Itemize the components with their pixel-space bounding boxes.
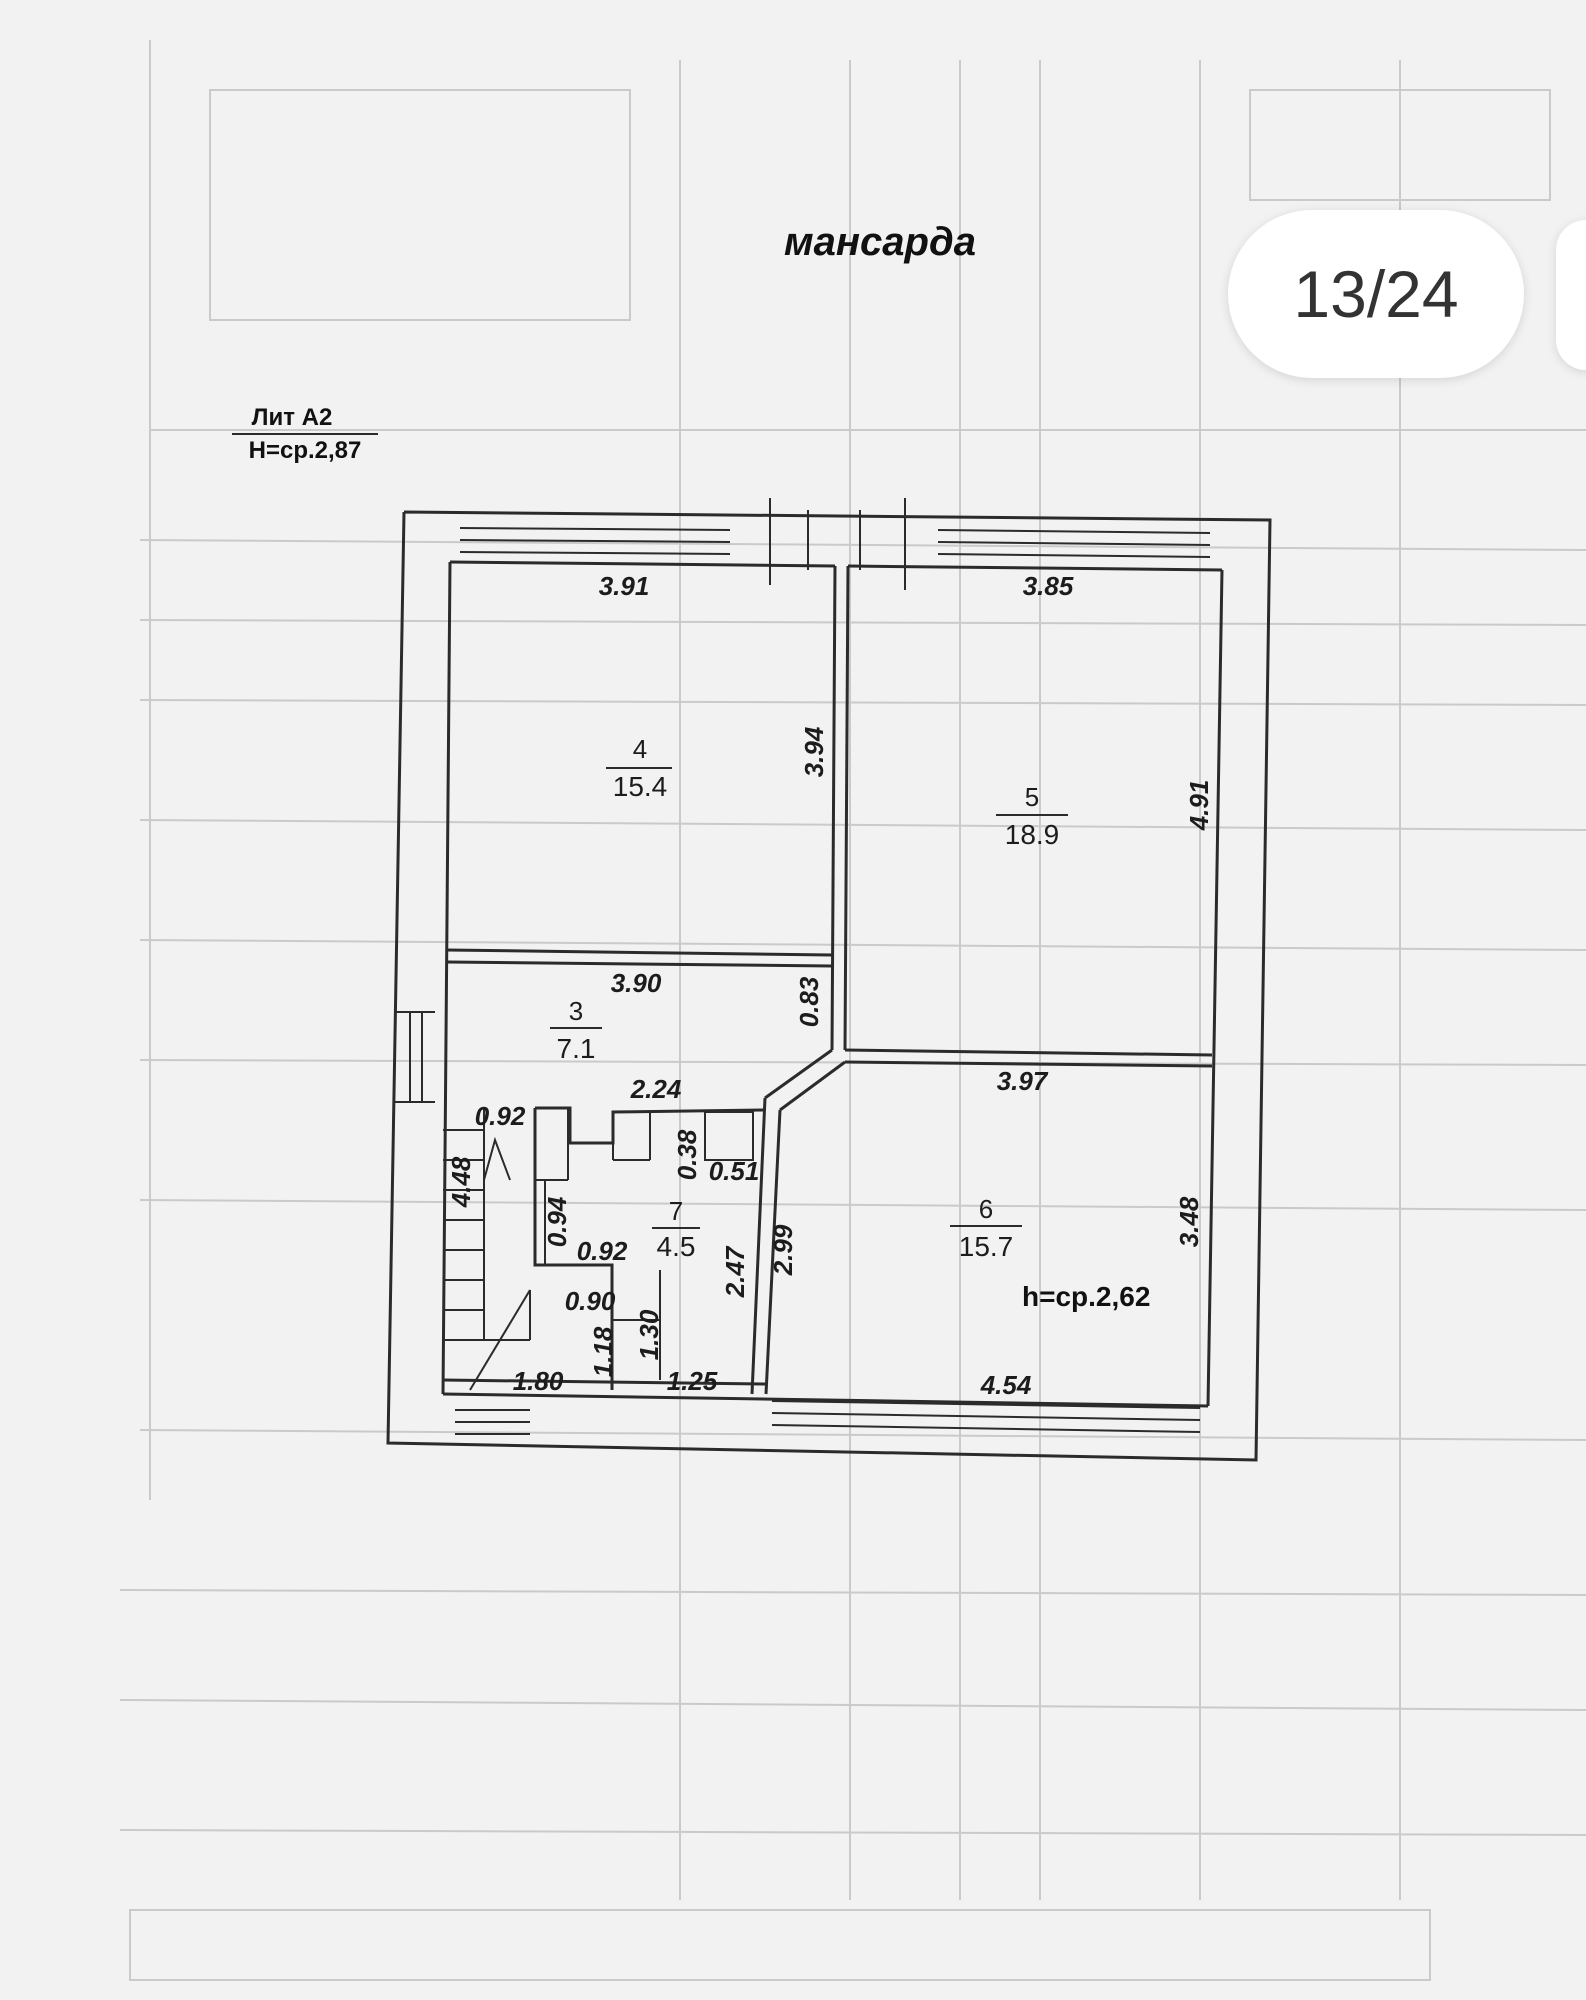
dim-room6-top: 3.97	[997, 1066, 1049, 1096]
lit-note: Лит А2 Н=ср.2,87	[232, 404, 378, 464]
room-5: 5 18.9	[996, 782, 1068, 850]
dim-room5-right: 4.91	[1184, 780, 1214, 832]
room-number: 3	[569, 996, 583, 1026]
dim-stair-length: 4.48	[446, 1156, 476, 1208]
staircase	[443, 1108, 531, 1391]
windows	[395, 498, 1211, 1435]
room-4: 4 15.4	[606, 734, 672, 802]
room-area: 7.1	[557, 1033, 596, 1064]
page-indicator: 13/24	[1228, 210, 1524, 378]
dim-room6-bottom: 4.54	[980, 1370, 1032, 1400]
room-number: 7	[669, 1196, 683, 1226]
dim-stair-step-width: 0.92	[475, 1101, 526, 1131]
room-6-height: h=ср.2,62	[1022, 1281, 1150, 1312]
dim-stair-landing: 2.24	[630, 1074, 682, 1104]
room-3: 3 7.1	[550, 996, 602, 1064]
room-number: 4	[633, 734, 647, 764]
dim-room6-left: 2.99	[768, 1224, 798, 1276]
building-walls	[386, 510, 1272, 1462]
dim-room7-left: 0.94	[542, 1196, 572, 1247]
dim-room3-top: 3.90	[611, 968, 662, 998]
room-area: 15.7	[959, 1231, 1014, 1262]
dim-niche-width: 0.51	[709, 1156, 760, 1186]
floor-title: мансарда	[784, 220, 976, 264]
dim-niche-height: 0.38	[672, 1129, 702, 1180]
lit-height: Н=ср.2,87	[249, 437, 362, 464]
dim-room7-inner-width: 0.92	[577, 1236, 628, 1266]
dim-lower-height-b: 1.18	[588, 1326, 618, 1377]
dim-room6-right: 3.48	[1174, 1196, 1204, 1247]
dim-lower-step: 0.90	[565, 1286, 616, 1316]
background-bleed	[119, 40, 1586, 1981]
dim-room4-right: 3.94	[799, 726, 829, 777]
dim-room7-right: 2.47	[720, 1245, 750, 1298]
next-page-badge-edge	[1556, 220, 1586, 370]
lit-name: Лит А2	[252, 404, 333, 431]
room-6: 6 15.7 h=ср.2,62	[950, 1194, 1150, 1312]
dimension-labels: 3.91 3.85 3.94 4.91 3.90 0.83 3.97 2.24 …	[446, 571, 1214, 1400]
room-area: 15.4	[613, 771, 668, 802]
dim-room5-top: 3.85	[1023, 571, 1074, 601]
dim-room4-top: 3.91	[599, 571, 650, 601]
dim-corridor-right: 0.83	[794, 976, 824, 1027]
room-number: 5	[1025, 782, 1039, 812]
room-area: 18.9	[1005, 819, 1060, 850]
dim-stair-bottom: 1.80	[513, 1366, 564, 1396]
room-7: 7 4.5	[652, 1196, 700, 1262]
dim-room7-bottom: 1.25	[667, 1366, 718, 1396]
dim-lower-height-a: 1.30	[634, 1309, 664, 1360]
room-number: 6	[979, 1194, 993, 1224]
room-area: 4.5	[657, 1231, 696, 1262]
